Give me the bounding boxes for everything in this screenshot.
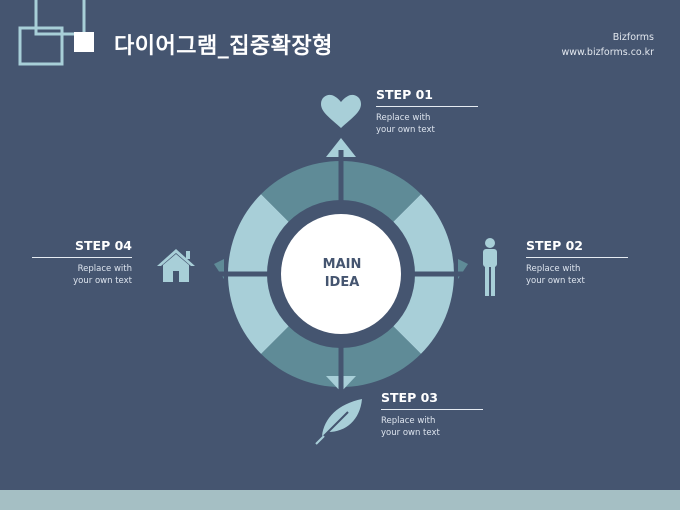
step-03-text-line2: your own text [381,428,440,438]
page-title: 다이어그램_집중확장형 [114,34,333,59]
heart-icon [321,94,361,128]
main-idea-line1: MAIN [322,257,362,272]
main-idea-line2: IDEA [324,275,360,290]
step-02-title: STEP 02 [526,239,628,258]
brand-block: Bizforms www.bizforms.co.kr [561,30,654,60]
step-01: STEP 01 Replace with your own text [376,88,478,136]
house-icon [157,249,195,282]
brand-url: www.bizforms.co.kr [561,47,654,58]
brand-name: Bizforms [612,32,654,43]
step-04-title: STEP 04 [32,239,132,258]
person-icon [483,238,497,296]
leaf-icon [315,399,362,445]
arrow-top [326,138,356,157]
step-01-text-line1: Replace with [376,113,431,123]
step-04-text-line2: your own text [73,276,132,286]
step-03-text-line1: Replace with [381,416,436,426]
step-04: STEP 04 Replace with your own text [32,239,132,287]
footer-bar [0,490,680,510]
logo-squares [18,0,94,66]
step-04-text-line1: Replace with [77,264,132,274]
step-03-title: STEP 03 [381,391,483,410]
main-idea: MAIN IDEA [282,214,402,334]
step-01-title: STEP 01 [376,88,478,107]
step-03: STEP 03 Replace with your own text [381,391,483,439]
step-01-text-line2: your own text [376,125,435,135]
step-02-text-line2: your own text [526,276,585,286]
step-02: STEP 02 Replace with your own text [526,239,628,287]
step-02-text-line1: Replace with [526,264,581,274]
center-circle [281,214,401,334]
